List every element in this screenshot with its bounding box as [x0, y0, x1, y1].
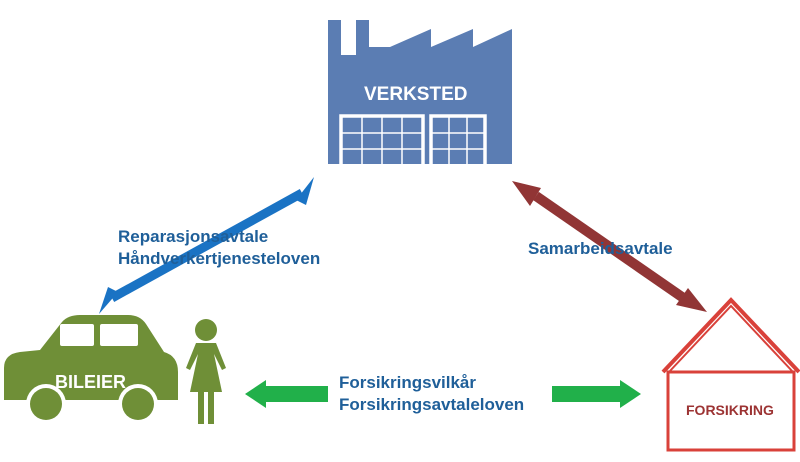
- arrow-verksted-forsikring: [512, 181, 707, 312]
- edge-label-line: Reparasjonsavtale: [118, 227, 269, 246]
- edge-label-line: Forsikringsavtaleloven: [339, 395, 525, 414]
- verksted-label: VERKSTED: [364, 84, 468, 105]
- edge-label-verksted-forsikring: Samarbeidsavtale: [528, 238, 673, 260]
- forsikring-label: FORSIKRING: [686, 402, 774, 418]
- forsikring-house-icon: [661, 297, 800, 452]
- car-icon: [4, 315, 178, 424]
- verksted-window-left: [339, 114, 425, 166]
- verksted-factory-icon: [328, 20, 512, 166]
- edge-label-line: Samarbeidsavtale: [528, 239, 673, 258]
- verksted-window-right: [429, 114, 487, 166]
- edge-label-bileier-forsikring: Forsikringsvilkår Forsikringsavtaleloven: [339, 372, 524, 416]
- edge-label-bileier-verksted: Reparasjonsavtale Håndverkertjenestelove…: [118, 226, 320, 270]
- arrow-bileier-verksted: [99, 177, 314, 314]
- bileier-label: BILEIER: [55, 372, 127, 392]
- arrow-bileier-forsikring: [245, 380, 641, 408]
- edge-label-line: Håndverkertjenesteloven: [118, 249, 321, 268]
- woman-icon: [186, 319, 226, 424]
- edge-label-line: Forsikringsvilkår: [339, 373, 477, 392]
